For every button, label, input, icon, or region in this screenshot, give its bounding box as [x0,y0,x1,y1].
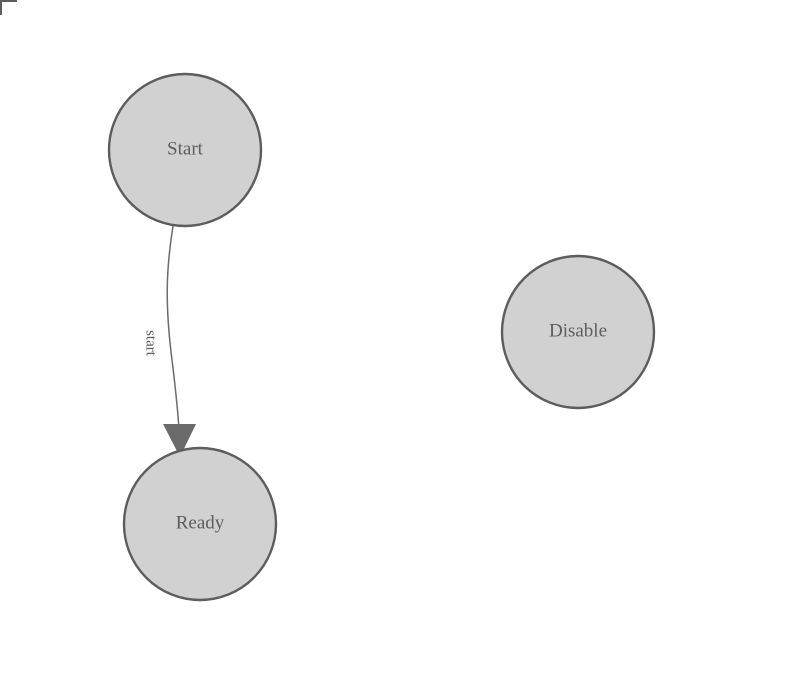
edge-label-start: start [143,330,159,357]
node-start-circle [107,72,263,228]
node-disable-label: Disable [549,320,607,341]
canvas-corner-mark [0,0,17,15]
edge-path-start-to-ready [166,225,181,446]
edge-start-to-ready[interactable]: start [143,225,196,457]
node-ready[interactable]: Ready [122,446,278,602]
node-disable-circle [500,254,656,410]
edge-arrowhead-start-to-ready [163,424,196,457]
node-start-label: Start [167,138,204,159]
node-ready-circle [122,446,278,602]
node-ready-label: Ready [176,512,225,533]
node-start[interactable]: Start [107,72,263,228]
node-disable[interactable]: Disable [500,254,656,410]
